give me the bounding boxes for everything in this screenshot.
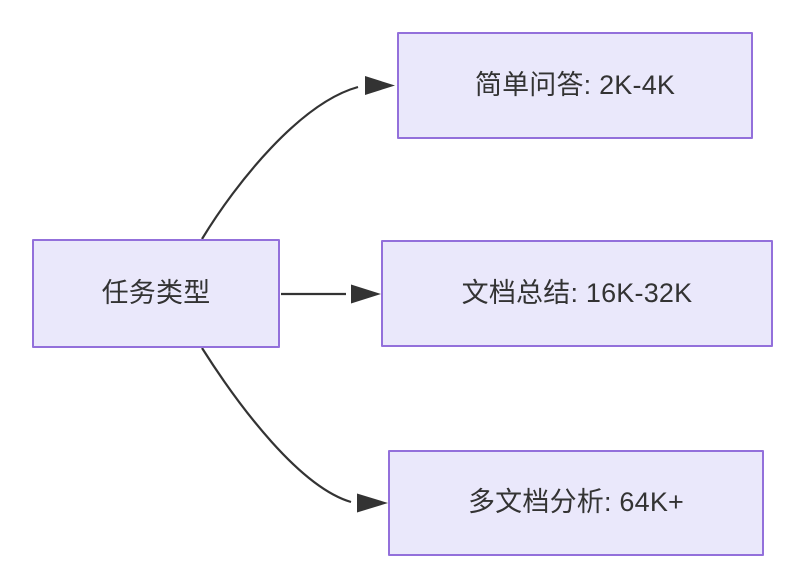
edge-task-type-to-multi-doc-analysis [201, 347, 388, 513]
node-multi-doc-analysis-label: 多文档分析: 64K+ [467, 487, 684, 518]
node-simple-qa[interactable]: 简单问答: 2K-4K [397, 32, 753, 139]
node-task-type-label: 任务类型 [101, 277, 211, 308]
node-doc-summary-label: 文档总结: 16K-32K [461, 277, 693, 308]
arrow-head-down-icon [357, 493, 388, 513]
arrow-head-straight-icon [351, 284, 381, 304]
node-simple-qa-label: 简单问答: 2K-4K [474, 69, 676, 100]
edge-task-type-to-simple-qa [201, 76, 395, 240]
arrow-head-up-icon [365, 76, 395, 95]
node-task-type[interactable]: 任务类型 [32, 239, 280, 348]
edge-path-curved-down [201, 347, 352, 504]
node-doc-summary[interactable]: 文档总结: 16K-32K [381, 240, 773, 347]
edge-path-curved-up [201, 85, 359, 240]
node-multi-doc-analysis[interactable]: 多文档分析: 64K+ [388, 450, 764, 556]
edge-task-type-to-doc-summary [281, 284, 381, 304]
